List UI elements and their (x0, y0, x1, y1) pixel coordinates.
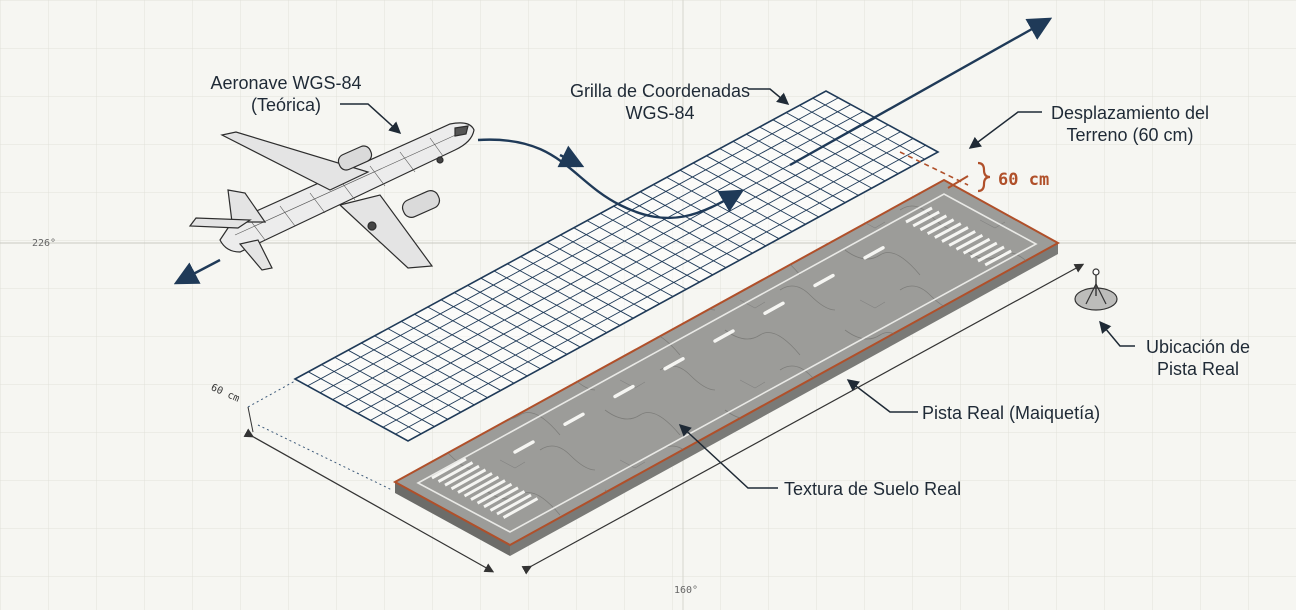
grid-line (414, 313, 528, 377)
grid-line (653, 184, 766, 247)
displacement-label-line1: Desplazamiento del (1050, 103, 1210, 123)
location-label: Ubicación de Pista Real (1128, 336, 1268, 380)
aircraft-back-arrow (173, 258, 221, 285)
grid-line (319, 104, 852, 394)
grid-label-line2: WGS-84 (625, 103, 695, 123)
aircraft-label: Aeronave WGS-84 (Teórica) (196, 72, 376, 116)
grid-line (812, 97, 925, 160)
grid-line (387, 328, 501, 391)
grid-line (759, 126, 872, 189)
survey-marker-icon (1074, 268, 1118, 311)
grid-line (719, 148, 833, 211)
location-label-line1: Ubicación de (1145, 337, 1251, 357)
offset-measure-text: 60 cm (998, 170, 1050, 190)
grid-line (785, 112, 899, 175)
threshold-stripe (919, 214, 948, 232)
grid-line (746, 133, 859, 196)
left-offset-measure (247, 380, 393, 491)
grid-line (374, 335, 488, 399)
centerline-dash (863, 246, 885, 260)
grid-line (732, 141, 846, 203)
displacement-measure (899, 151, 991, 193)
grid-line (706, 155, 819, 218)
location-label-line2: Pista Real (1156, 359, 1240, 379)
leader-lines (340, 88, 1135, 489)
grid-line (307, 97, 839, 387)
threshold-stripe (489, 490, 526, 512)
grid-line (639, 191, 753, 254)
airplane-wireframe-icon (188, 122, 475, 271)
grid-line (345, 117, 876, 407)
threshold-stripe (905, 206, 933, 224)
threshold-stripe (934, 222, 962, 239)
aircraft-label-line1: Aeronave WGS-84 (210, 73, 362, 93)
threshold-stripe (948, 230, 976, 247)
direction-chevron (557, 145, 585, 168)
grid-line (626, 198, 740, 261)
axis-bottom-text: 160° (674, 585, 699, 596)
threshold-stripe (970, 241, 998, 259)
trajectory-arrow (789, 17, 1053, 167)
displacement-label: Desplazamiento del Terreno (60 cm) (1040, 102, 1220, 146)
threshold-stripe (977, 245, 1005, 263)
grid-line (332, 110, 864, 401)
threshold-stripe (984, 249, 1012, 267)
grid-line (308, 371, 422, 435)
grid-line (347, 349, 462, 413)
grid-label-line1: Grilla de Coordenadas (569, 81, 751, 101)
threshold-stripe (941, 226, 969, 243)
grid-line (400, 321, 515, 384)
runway-label: Pista Real (Maiquetía) (922, 403, 1101, 423)
texture-label: Textura de Suelo Real (784, 479, 962, 499)
grid-line (693, 162, 806, 225)
dimension-lines (243, 263, 1085, 575)
displacement-label-line2: Terreno (60 cm) (1066, 125, 1194, 145)
grid-line (321, 364, 435, 427)
trajectory-curve (477, 138, 745, 220)
grid-line (334, 357, 448, 420)
grid-line (613, 205, 727, 268)
aircraft-label-line2: (Teórica) (250, 95, 321, 115)
grid-label: Grilla de Coordenadas WGS-84 (545, 80, 775, 124)
threshold-stripe (962, 237, 991, 255)
threshold-stripe (912, 210, 940, 228)
grid-line (799, 105, 912, 167)
threshold-stripe (926, 218, 955, 236)
threshold-stripe (955, 233, 984, 251)
axis-left-text: 226° (32, 238, 57, 249)
grid-line (772, 119, 886, 182)
grid-line (361, 342, 475, 406)
